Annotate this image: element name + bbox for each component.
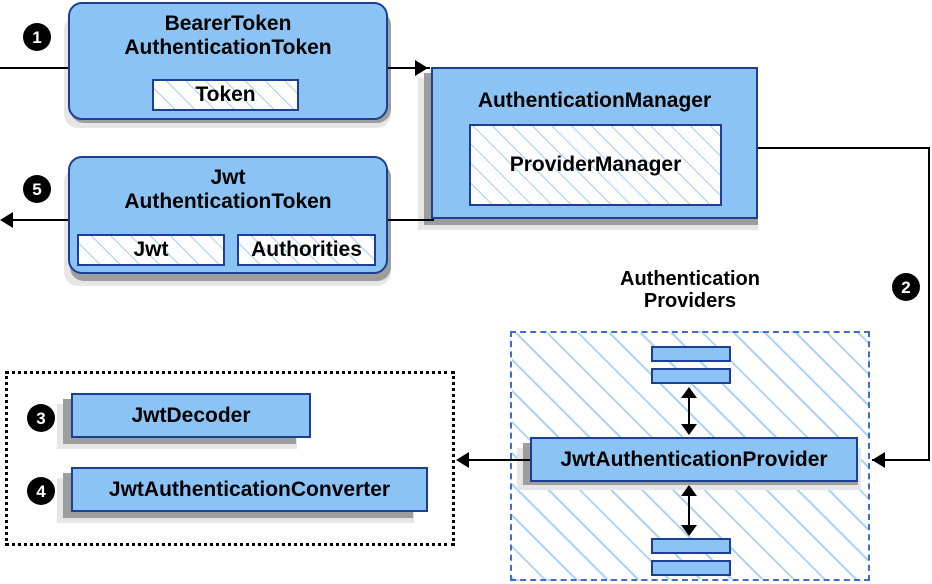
jwt-label: Jwt [133, 238, 169, 261]
connector-token-to-manager [388, 67, 430, 69]
arrowhead-provider-down-top [681, 485, 697, 496]
provider-stub-top-2 [651, 368, 731, 384]
step-badge-5: 5 [24, 176, 50, 202]
step-badge-5-label: 5 [32, 179, 42, 199]
panel-provider-manager[interactable]: ProviderManager [469, 124, 722, 206]
arrowhead-provider-to-config [456, 452, 469, 468]
arrowhead-token-to-manager [415, 60, 428, 76]
providers-caption-line1: Authentication [620, 268, 760, 290]
jwt-token-line1: Jwt [210, 166, 246, 189]
panel-jwt[interactable]: Jwt [77, 234, 225, 266]
connector-into-provider [872, 459, 930, 461]
connector-response-out [12, 219, 70, 221]
node-jwt-authentication-provider[interactable]: JwtAuthenticationProvider [530, 437, 858, 482]
arrowhead-provider-up-bottom [681, 424, 697, 435]
panel-authorities[interactable]: Authorities [237, 234, 376, 266]
provider-manager-label: ProviderManager [509, 153, 682, 176]
token-label: Token [195, 83, 256, 106]
connector-manager-right [758, 147, 930, 149]
step-badge-1: 1 [24, 24, 50, 50]
node-jwt-authentication-converter[interactable]: JwtAuthenticationConverter [71, 467, 428, 512]
arrowhead-provider-up [681, 387, 697, 398]
jwt-token-line2: AuthenticationToken [124, 190, 332, 213]
panel-token[interactable]: Token [152, 79, 299, 111]
step-badge-4-label: 4 [36, 481, 46, 501]
step-badge-2-label: 2 [901, 277, 911, 297]
connector-provider-to-config [468, 459, 530, 461]
step-badge-3: 3 [28, 405, 54, 431]
connector-request-in [0, 67, 70, 69]
jwt-decoder-label: JwtDecoder [131, 403, 251, 427]
step-badge-2: 2 [893, 274, 919, 300]
connector-manager-to-jwt-token [388, 219, 434, 221]
bearer-token-line2: AuthenticationToken [124, 36, 332, 59]
arrowhead-provider-down [681, 525, 697, 536]
connector-provider-down [688, 490, 690, 530]
provider-stub-top-1 [651, 346, 731, 362]
arrowhead-response-out [0, 212, 13, 228]
connector-provider-up [688, 392, 690, 432]
providers-caption-line2: Providers [643, 290, 737, 313]
step-badge-4: 4 [28, 478, 54, 504]
jwt-converter-label: JwtAuthenticationConverter [108, 477, 391, 501]
authentication-providers-caption: Authentication Providers [570, 268, 810, 313]
bearer-token-line1: BearerToken [164, 12, 292, 35]
jwt-config-container [5, 371, 455, 546]
provider-stub-bottom-1 [651, 538, 731, 554]
connector-manager-down [928, 147, 930, 460]
arrowhead-into-provider [872, 452, 885, 468]
authorities-label: Authorities [251, 238, 362, 261]
jwt-provider-label: JwtAuthenticationProvider [560, 447, 828, 471]
node-jwt-decoder[interactable]: JwtDecoder [71, 393, 311, 438]
step-badge-3-label: 3 [36, 408, 46, 428]
provider-stub-bottom-2 [651, 560, 731, 576]
authentication-manager-title: AuthenticationManager [477, 89, 712, 112]
step-badge-1-label: 1 [32, 27, 42, 47]
